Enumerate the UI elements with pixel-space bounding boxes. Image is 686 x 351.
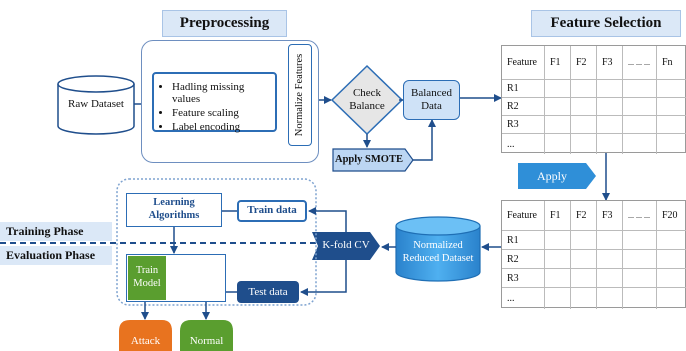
apply-smote-label: Apply SMOTE xyxy=(335,153,403,165)
test-data-box: Test data xyxy=(237,281,299,303)
balanced-data-line2: Data xyxy=(421,100,442,112)
row-label: R3 xyxy=(502,116,545,134)
evaluation-phase-label: Evaluation Phase xyxy=(0,246,112,265)
header-cell: F20 xyxy=(657,201,686,231)
header-cell: F2 xyxy=(571,201,597,231)
row-label: R1 xyxy=(502,80,545,98)
row-label: R1 xyxy=(502,231,545,250)
train-model-line2: Model xyxy=(133,278,161,289)
header-cell: F3 xyxy=(597,46,623,80)
learning-algorithms-line1: Learning xyxy=(153,197,195,209)
preprocessing-title: Preprocessing xyxy=(162,10,287,37)
normalized-dataset-label: Normalized Reduced Dataset xyxy=(396,238,480,268)
balanced-data-line1: Balanced xyxy=(411,86,452,99)
check-balance-label: Check Balance xyxy=(337,86,397,114)
check-balance-line1: Check xyxy=(352,86,382,99)
preprocessing-steps-box: Hadling missing values Feature scaling L… xyxy=(152,72,277,133)
normalized-dataset-cylinder xyxy=(395,216,481,282)
kfold-shape xyxy=(312,232,380,260)
attack-shape xyxy=(119,320,172,351)
normalize-features-label: Normalize Features xyxy=(293,53,305,137)
apply-label: Apply xyxy=(537,168,567,183)
apply-shape xyxy=(518,163,596,189)
normalized-dataset-line1: Normalized xyxy=(413,240,463,252)
preprocessing-steps-list: Hadling missing values Feature scaling L… xyxy=(158,81,271,133)
attack-label: Attack xyxy=(130,334,161,347)
normalize-features-box xyxy=(288,44,312,146)
learning-algorithms-line2: Algorithms xyxy=(148,210,200,221)
normal-label: Normal xyxy=(189,334,224,347)
row-label: R3 xyxy=(502,269,545,288)
header-cell: Fn xyxy=(657,46,686,80)
row-label: ... xyxy=(502,288,545,309)
train-data-box: Train data xyxy=(237,200,307,222)
step-feature-scaling: Feature scaling xyxy=(172,107,271,119)
header-cell: ... ... ... xyxy=(623,201,657,231)
header-cell: F1 xyxy=(545,46,571,80)
header-cell: Feature xyxy=(502,46,545,80)
learning-algorithms-box: Learning Algorithms xyxy=(126,193,222,227)
header-cell: F3 xyxy=(597,201,623,231)
header-cell: ... ... ... xyxy=(623,46,657,80)
step-missing-values: Hadling missing values xyxy=(172,81,271,105)
train-model-box: Train Model xyxy=(128,256,166,300)
header-cell: F1 xyxy=(545,201,571,231)
feature-table-top: Feature F1 F2 F3 ... ... ... Fn R1 R2 R3… xyxy=(501,45,686,154)
step-label-encoding: Label encoding xyxy=(172,121,271,133)
row-label: R2 xyxy=(502,98,545,116)
normal-shape xyxy=(180,320,233,351)
row-label: R2 xyxy=(502,250,545,269)
raw-dataset-cylinder xyxy=(57,75,135,135)
raw-dataset-label: Raw Dataset xyxy=(68,98,124,111)
feature-table-bottom: Feature F1 F2 F3 ... ... ... F20 R1 R2 R… xyxy=(501,200,686,309)
row-label: ... xyxy=(502,134,545,154)
kfold-label: K-fold CV xyxy=(322,239,370,252)
apply-smote-shape xyxy=(332,148,414,172)
balanced-data-box: Balanced Data xyxy=(403,80,460,120)
header-cell: F2 xyxy=(571,46,597,80)
check-balance-line2: Balance xyxy=(349,100,385,112)
feature-selection-title: Feature Selection xyxy=(531,10,681,37)
train-model-line1: Train xyxy=(135,265,159,277)
training-phase-label: Training Phase xyxy=(0,222,112,241)
normalized-dataset-line2: Reduced Dataset xyxy=(402,253,474,264)
header-cell: Feature xyxy=(502,201,545,231)
